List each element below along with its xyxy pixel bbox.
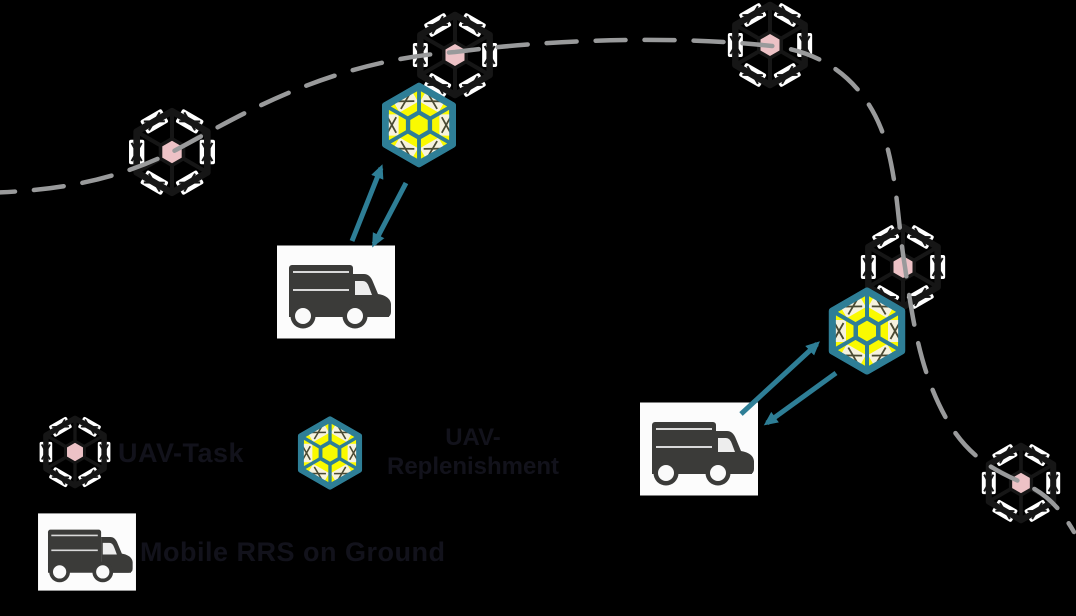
legend-truck-icon: [37, 512, 137, 592]
mobile-rrs-truck-icon: [276, 244, 396, 340]
diagram-nodes-layer: [37, 3, 1060, 592]
replenishment-transfer-arrow: [371, 181, 409, 248]
legend-label-uav-task: UAV-Task: [118, 438, 245, 468]
task-uav-drone-icon: [129, 109, 215, 196]
replenishment-transfer-arrow: [763, 370, 838, 426]
mobile-rrs-truck-icon: [639, 401, 759, 497]
replenishment-transfer-arrow: [739, 341, 820, 416]
legend-label-uav-replenishment-line1: UAV-: [445, 424, 501, 451]
legend-label-mobile-rrs: Mobile RRS on Ground: [140, 537, 446, 567]
replenishment-uav-drone-icon: [832, 291, 902, 371]
uav-flight-path-dashed: [0, 37, 1076, 535]
legend-label-uav-replenishment-line2: Replenishment: [386, 453, 560, 480]
legend-label-uav-replenishment: UAV- Replenishment: [383, 423, 563, 481]
legend-replenishment-uav-icon: [301, 419, 360, 486]
legend-task-uav-icon: [40, 416, 111, 487]
replenishment-transfer-arrow: [349, 164, 384, 242]
replenishment-uav-drone-icon: [385, 86, 453, 164]
task-uav-drone-icon: [982, 443, 1060, 522]
